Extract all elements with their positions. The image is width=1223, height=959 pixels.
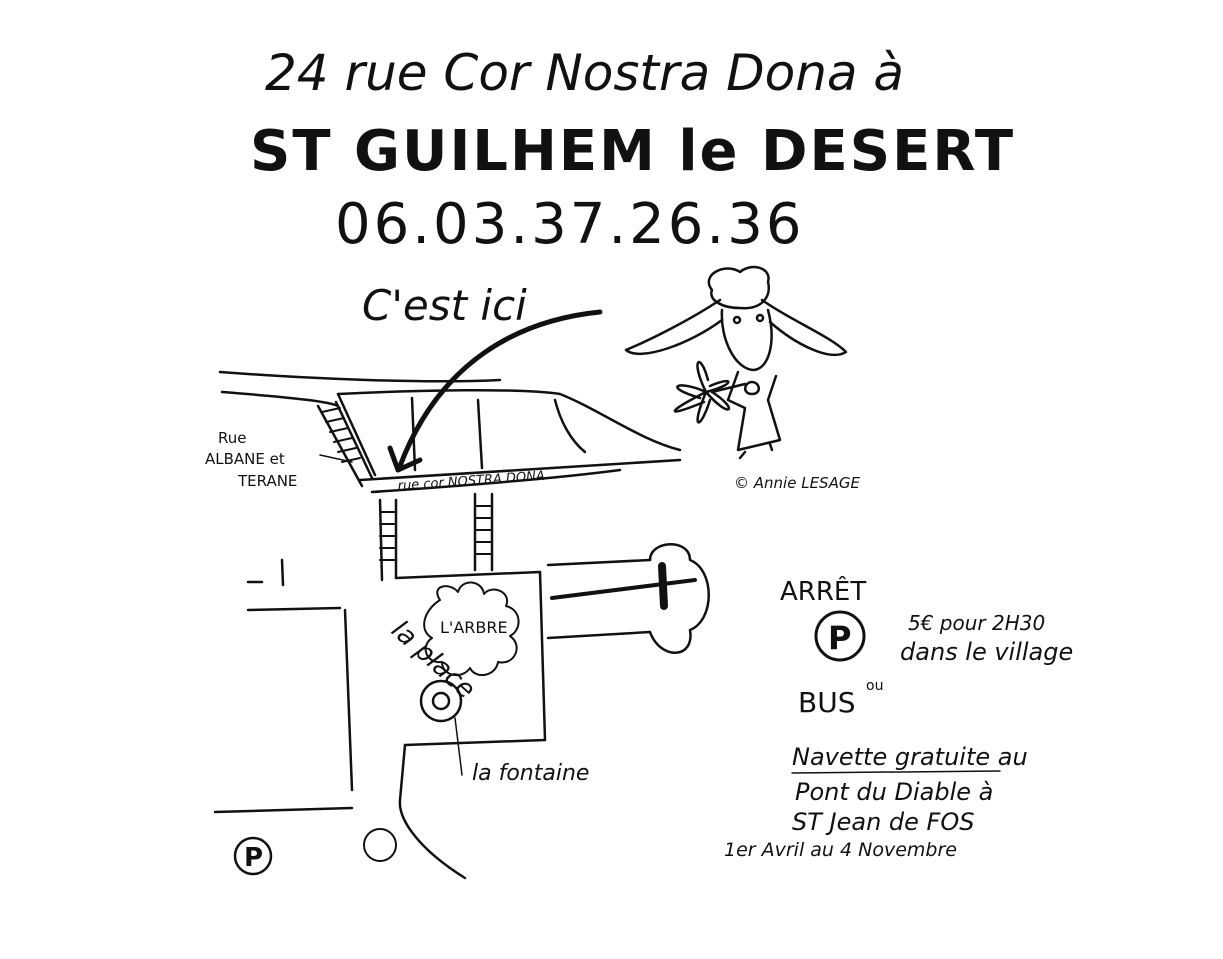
stop-label: ARRÊT bbox=[780, 575, 866, 607]
parking-price-line2: dans le village bbox=[900, 638, 1073, 666]
phone-number: 06.03.37.26.36 bbox=[335, 192, 805, 257]
address-title: 24 rue Cor Nostra Dona à bbox=[265, 44, 904, 102]
shuttle-line1: Navette gratuite au bbox=[792, 743, 1028, 771]
tree-label: L'ARBRE bbox=[440, 618, 508, 637]
tree: L'ARBRE bbox=[423, 581, 520, 677]
fountain-label: la fontaine bbox=[472, 761, 589, 786]
shuttle-underline bbox=[791, 770, 1001, 774]
stair-hatching bbox=[321, 407, 493, 561]
village-title: ST GUILHEM le DESERT bbox=[250, 119, 1015, 184]
shuttle-line3: ST Jean de FOS bbox=[792, 808, 974, 836]
svg-text:P: P bbox=[244, 843, 263, 873]
roundabout bbox=[363, 828, 397, 862]
street-label-albane-2: ALBANE et bbox=[205, 450, 285, 468]
parking-symbol-map: P bbox=[233, 836, 273, 876]
here-label: C'est ici bbox=[362, 281, 527, 330]
fountain bbox=[419, 679, 463, 776]
parking-symbol-info: P bbox=[814, 610, 866, 662]
street-label-albane-3: TERANE bbox=[237, 472, 297, 490]
street-label-albane-1: Rue bbox=[218, 429, 246, 447]
parking-price-line1: 5€ pour 2H30 bbox=[908, 611, 1045, 635]
svg-text:P: P bbox=[828, 619, 851, 657]
shuttle-line4: 1er Avril au 4 Novembre bbox=[724, 839, 957, 861]
bus-label: BUS bbox=[798, 686, 855, 719]
or-label: ou bbox=[866, 678, 883, 694]
church bbox=[550, 543, 710, 654]
street-lines bbox=[213, 370, 682, 880]
here-arrow bbox=[397, 309, 603, 469]
here-arrow-head bbox=[387, 445, 423, 473]
shuttle-line2: Pont du Diable à bbox=[795, 778, 993, 806]
credit-label: © Annie LESAGE bbox=[734, 474, 860, 492]
goat-illustration bbox=[624, 265, 848, 460]
street-label-pointer bbox=[319, 454, 353, 463]
